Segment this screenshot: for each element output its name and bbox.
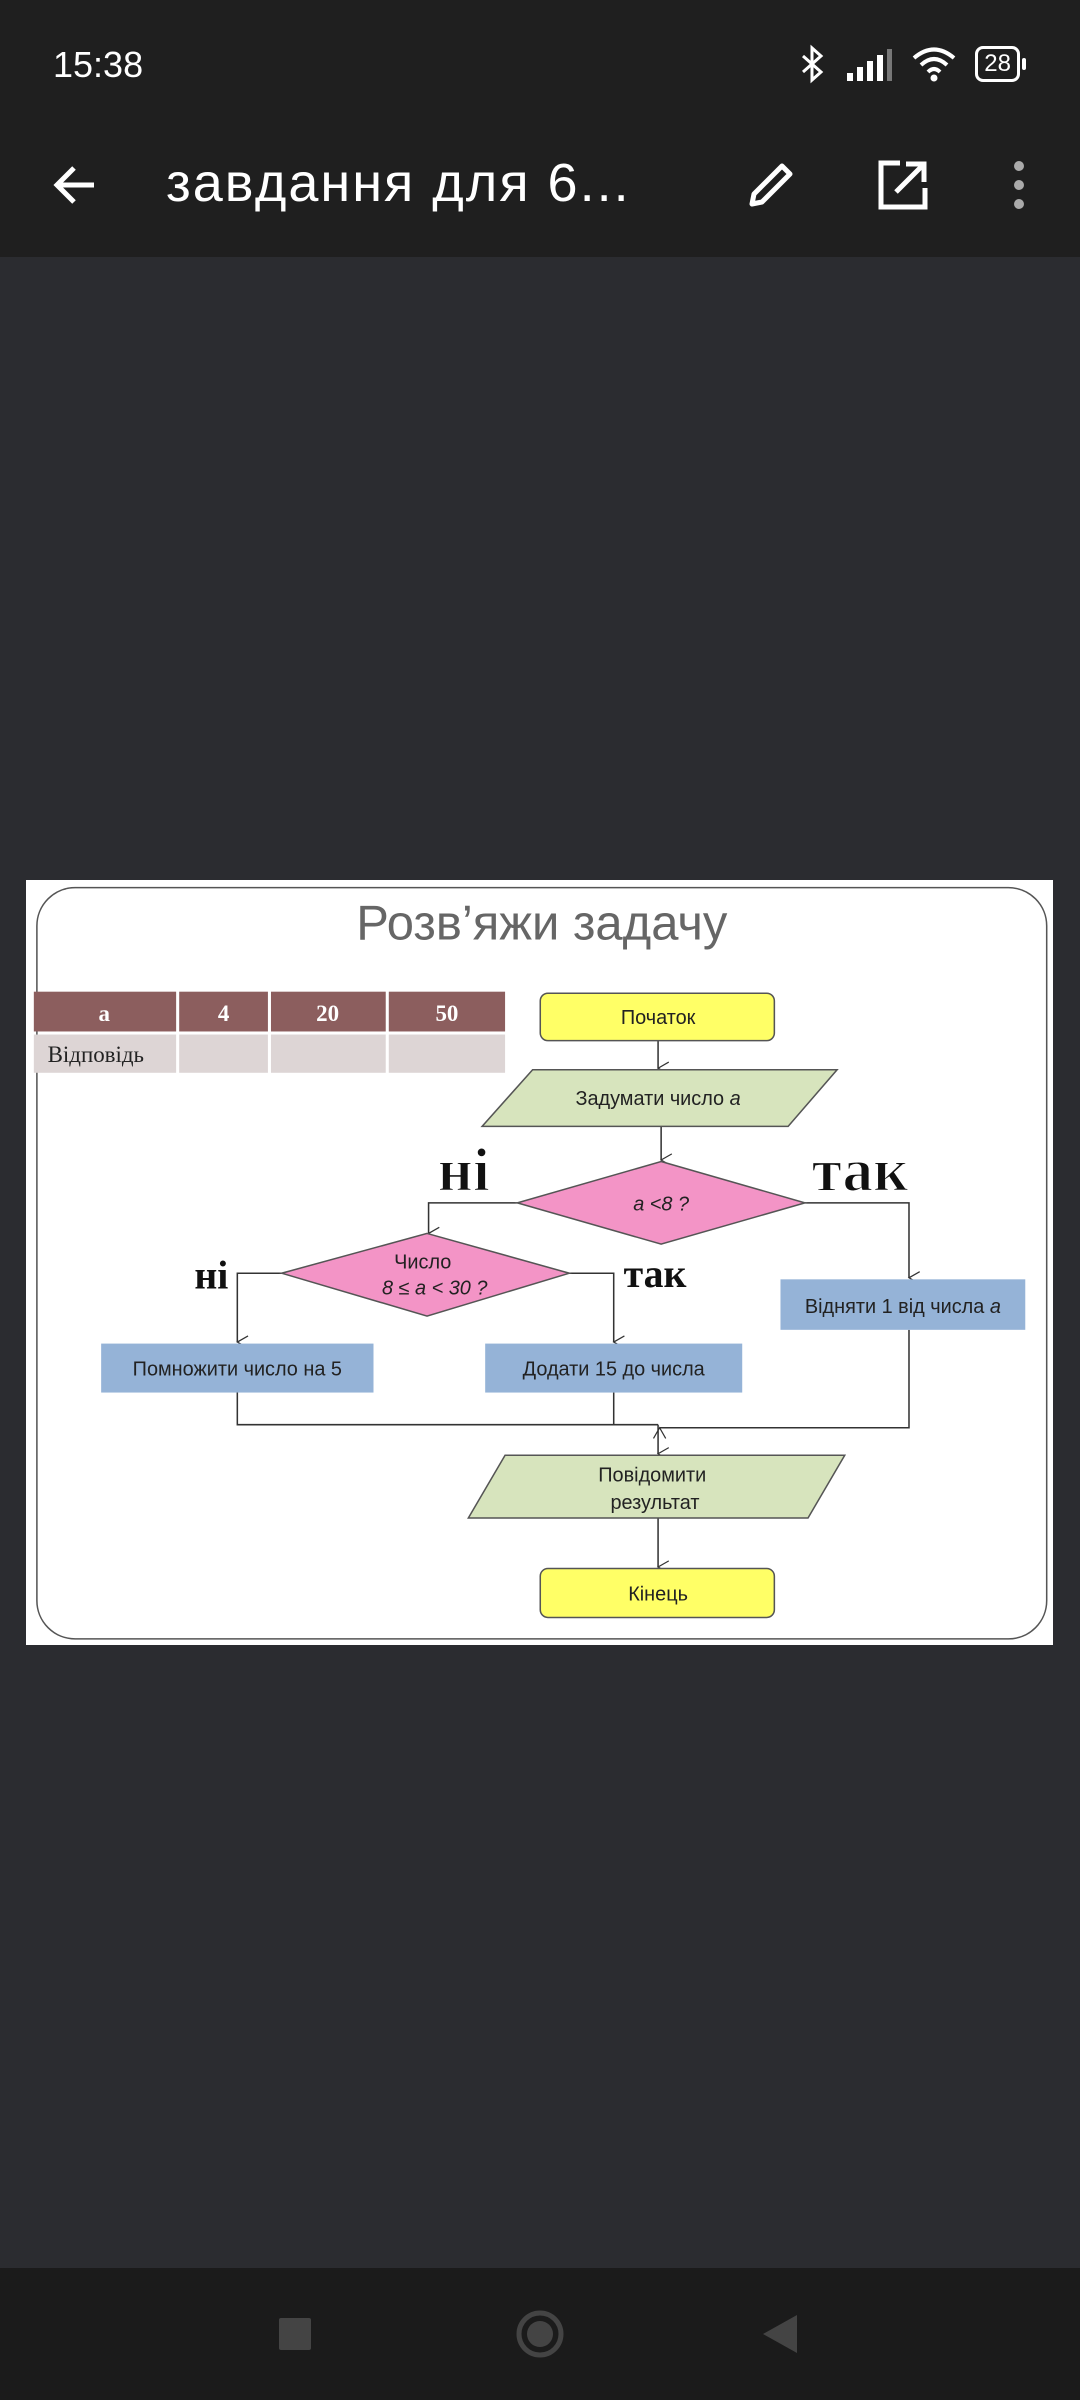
start-terminal: [539, 992, 776, 1042]
pencil-icon: [749, 163, 793, 207]
document-image: Розв’яжи задачу a 4 20 50 Відповідь Поча…: [26, 880, 1053, 1645]
table-header-cell: 4: [218, 1001, 230, 1026]
end-label: Кінець: [628, 1584, 688, 1606]
home-button[interactable]: [510, 2304, 570, 2364]
process-multiply-label: Помножити число на 5: [133, 1359, 342, 1381]
decision-8-30: [278, 1232, 573, 1317]
process-add: [485, 1343, 743, 1393]
status-bar: 15:38 28: [0, 0, 1080, 120]
wifi-icon: [913, 47, 956, 82]
process-add-label: Додати 15 до числа: [523, 1359, 706, 1381]
more-options-button[interactable]: [984, 150, 1054, 220]
input-label: Задумати число a: [575, 1088, 740, 1110]
signal-icon: [847, 49, 893, 81]
decision-a-less-8: [514, 1160, 808, 1245]
output-label: Повідомити результат: [598, 1464, 711, 1514]
slide-title: Розв’яжи задачу: [356, 897, 728, 951]
document-title: завдання для 6...: [166, 153, 631, 213]
branch-no-label: ні: [438, 1137, 490, 1205]
open-external-icon: [878, 160, 928, 210]
decision-2-label: Число 8 ≤ a < 30 ?: [382, 1252, 487, 1300]
back-arrow-icon: [53, 166, 94, 204]
table-row-label: Відповідь: [48, 1042, 144, 1067]
back-button[interactable]: [40, 150, 110, 220]
decision-1-label: a <8 ?: [633, 1193, 689, 1215]
table-header-cell: 50: [435, 1001, 458, 1026]
bluetooth-icon: [802, 44, 824, 84]
battery-icon: 28: [975, 46, 1026, 82]
home-circle-icon: [516, 2310, 564, 2358]
back-triangle-icon: [763, 2315, 797, 2353]
open-external-button[interactable]: [868, 150, 938, 220]
branch-yes-label: так: [624, 1252, 687, 1296]
app-toolbar: завдання для 6...: [0, 120, 1080, 257]
table-header-cell: a: [98, 1001, 110, 1026]
start-label: Початок: [621, 1007, 696, 1029]
process-multiply: [101, 1343, 374, 1393]
flowchart-slide: Розв’яжи задачу a 4 20 50 Відповідь Поча…: [26, 880, 1053, 1645]
back-nav-button[interactable]: [750, 2304, 810, 2364]
branch-no-label: ні: [194, 1254, 228, 1298]
status-icons: 28: [797, 44, 1026, 84]
branch-yes-label: так: [812, 1137, 909, 1205]
process-subtract: [780, 1279, 1026, 1330]
input-parallelogram: [480, 1068, 839, 1128]
output-parallelogram: [467, 1454, 847, 1519]
recents-square-icon: [279, 2318, 311, 2350]
recents-button[interactable]: [265, 2304, 325, 2364]
process-subtract-label: Відняти 1 від числа a: [805, 1296, 1001, 1318]
more-vert-icon: [1014, 161, 1024, 209]
navigation-bar: [0, 2268, 1080, 2400]
connectors: [236, 1040, 921, 1574]
edit-button[interactable]: [736, 150, 806, 220]
end-terminal: [539, 1567, 776, 1619]
answer-table: a 4 20 50 Відповідь: [33, 991, 506, 1073]
status-time: 15:38: [53, 44, 144, 85]
table-header-cell: 20: [316, 1001, 339, 1026]
